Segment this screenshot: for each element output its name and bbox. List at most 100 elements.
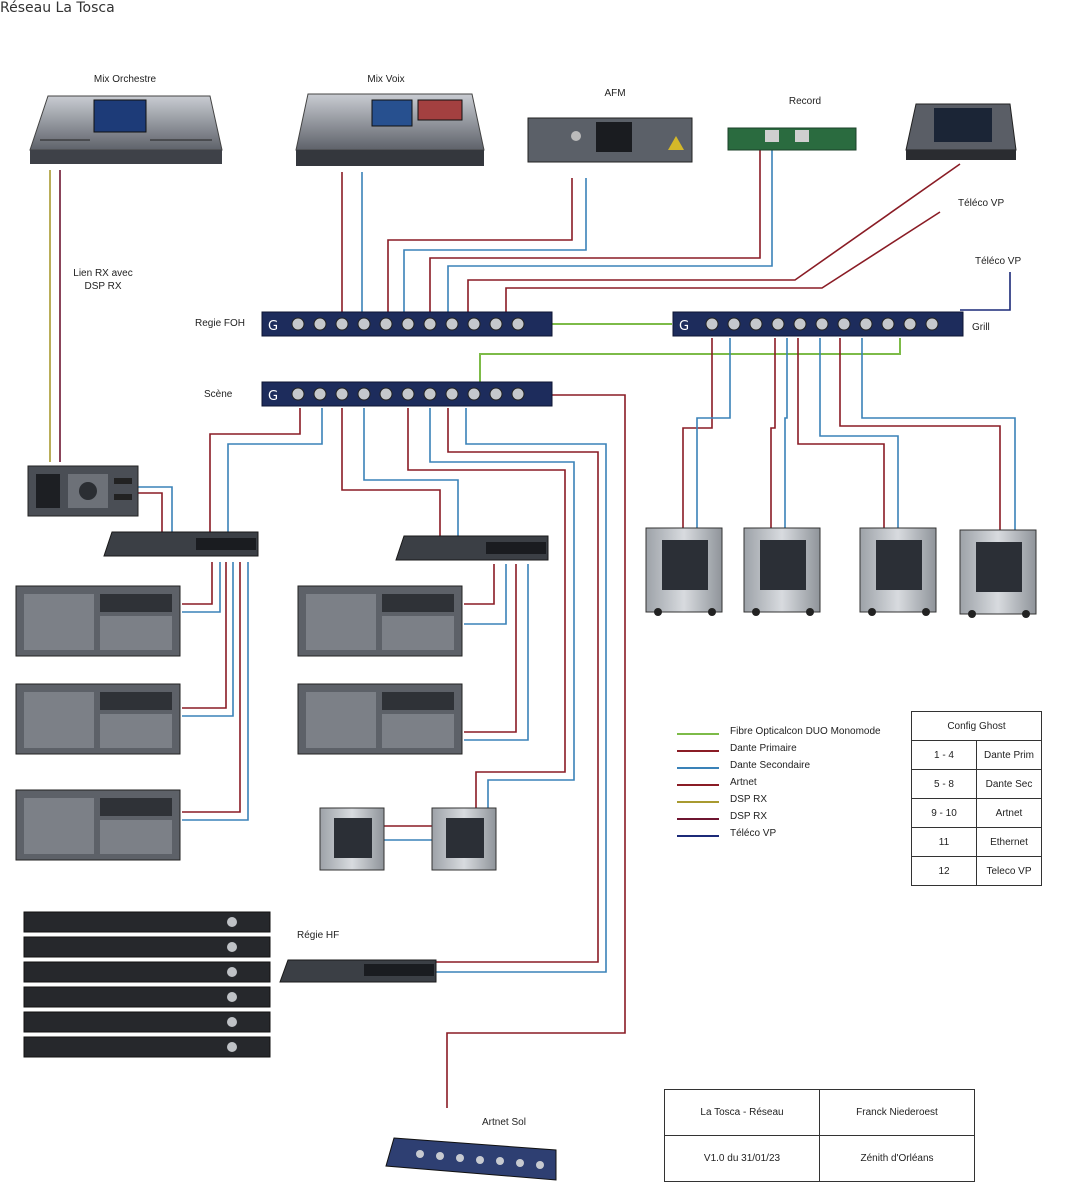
config-ghost-table: Config Ghost 1 - 4 Dante Prim 5 - 8 Dant… [911, 711, 1042, 886]
regie-foh-ghost-rack: G [261, 311, 553, 337]
cable-scene-hf-prim [436, 408, 599, 963]
network-switch-left [103, 531, 259, 557]
artnet-sol-node [385, 1137, 557, 1181]
label-record: Record [788, 96, 822, 107]
label-lien-rx-line2: DSP RX [84, 281, 122, 292]
cable-grill-amp4-prim [839, 338, 1001, 530]
legend-label: Fibre Opticalcon DUO Monomode [730, 726, 881, 737]
cable-grill-amp3-sec [819, 338, 899, 528]
cables [49, 148, 1016, 1108]
cable-scene-sw2-sec [363, 408, 459, 536]
svg-text:G: G [268, 319, 278, 334]
cable-scene-hf-sec [436, 408, 607, 973]
legend-swatch [677, 801, 719, 803]
cable-scene-amp-prim [407, 408, 566, 808]
config-ports: 9 - 10 [911, 798, 977, 828]
table-row: 1 - 4 Dante Prim [911, 740, 1042, 770]
cable-afm-sec [403, 178, 587, 312]
config-use: Dante Sec [976, 769, 1042, 799]
cable-sw1-rio3-prim [182, 562, 241, 813]
legend-swatch [677, 733, 719, 735]
network-switch-right [395, 535, 549, 561]
scene-ghost-rack: G [261, 381, 553, 407]
cable-fibre-grill-scene [479, 338, 901, 382]
legend-swatch [677, 784, 719, 786]
amp-rack-grill-2 [743, 527, 821, 616]
legend-label: Dante Primaire [730, 743, 797, 754]
mix-voix-console [295, 93, 485, 166]
stagebox-left-1 [15, 585, 181, 657]
legend-label: DSP RX [730, 794, 768, 805]
stagebox-left-3 [15, 789, 181, 861]
cable-record-prim [429, 148, 761, 312]
cable-sw1-rio1-sec [182, 562, 221, 613]
table-row: 12 Teleco VP [911, 856, 1042, 886]
config-ports: 12 [911, 856, 977, 886]
config-use: Ethernet [976, 827, 1042, 857]
label-teleco-vp-1: Téléco VP [958, 198, 1005, 209]
mix-orchestre-console [29, 95, 223, 164]
cable-sw1-rio2-sec [182, 562, 234, 717]
legend-label: Dante Secondaire [730, 760, 811, 771]
amp-rack-small-1 [319, 807, 385, 871]
cable-teleco-vp-1 [505, 211, 941, 312]
cable-record-sec [447, 148, 773, 312]
afm-unit [527, 117, 693, 163]
stagebox-right-1 [297, 585, 463, 657]
label-artnet-sol: Artnet Sol [482, 1117, 526, 1128]
stagebox-left-2 [15, 683, 181, 755]
label-regie-hf: Régie HF [297, 930, 340, 941]
svg-text:G: G [679, 319, 689, 334]
label-mix-orchestre: Mix Orchestre [93, 74, 157, 85]
svg-text:G: G [268, 389, 278, 404]
legend-swatch [677, 767, 719, 769]
legend-swatch [677, 835, 719, 837]
label-grill: Grill [972, 322, 990, 333]
table-row: 5 - 8 Dante Sec [911, 769, 1042, 799]
cable-sw2-rio4-sec [464, 564, 507, 625]
legend-label: DSP RX [730, 811, 768, 822]
amp-rack-grill-1 [645, 527, 723, 616]
cable-rx-sw1-sec [138, 486, 173, 532]
amp-rack-small-2 [431, 807, 497, 871]
legend-swatch [677, 750, 719, 752]
cable-scene-amp-sec [429, 408, 575, 808]
cable-scene-sw1-prim [209, 408, 301, 532]
cable-grill-amp2-sec [784, 338, 788, 528]
cable-teleco-desk [467, 163, 961, 312]
label-lien-rx-line1: Lien RX avec [73, 268, 133, 279]
cable-sw1-rio2-prim [182, 562, 227, 709]
legend-label: Téléco VP [730, 828, 777, 839]
legend-swatch [677, 818, 719, 820]
cable-rx-sw1-prim [138, 492, 163, 532]
cable-sw2-rio4-prim [464, 564, 495, 605]
config-ports: 5 - 8 [911, 769, 977, 799]
venue: Zénith d'Orléans [819, 1135, 975, 1182]
label-mix-voix: Mix Voix [367, 74, 405, 85]
cable-artnet-long [446, 394, 626, 1108]
config-ghost-title: Config Ghost [911, 711, 1042, 741]
cable-sw1-rio1-prim [182, 562, 213, 605]
config-ports: 11 [911, 827, 977, 857]
title-block: La Tosca - Réseau Franck Niederoest V1.0… [664, 1089, 975, 1182]
lighting-desk [905, 103, 1017, 160]
label-afm: AFM [604, 88, 626, 99]
cable-sw2-rio5-prim [464, 564, 517, 733]
table-row: 11 Ethernet [911, 827, 1042, 857]
project-name: La Tosca - Réseau [664, 1089, 820, 1136]
cable-teleco-vp-2 [960, 272, 1011, 311]
page-title: Réseau La Tosca [0, 0, 115, 16]
amp-rack-grill-3 [859, 527, 937, 616]
cable-scene-sw1-sec [227, 408, 323, 532]
cable-grill-amp1-sec [696, 338, 731, 528]
cable-afm-prim [387, 178, 573, 312]
record-card [727, 127, 857, 151]
hf-receiver-stack [23, 911, 271, 1058]
cable-grill-amp2-prim [770, 338, 776, 528]
rx-dsp-rack [27, 465, 139, 517]
config-ports: 1 - 4 [911, 740, 977, 770]
legend-label: Artnet [730, 777, 757, 788]
cable-scene-sw2-prim [341, 408, 441, 536]
table-row: 9 - 10 Artnet [911, 798, 1042, 828]
